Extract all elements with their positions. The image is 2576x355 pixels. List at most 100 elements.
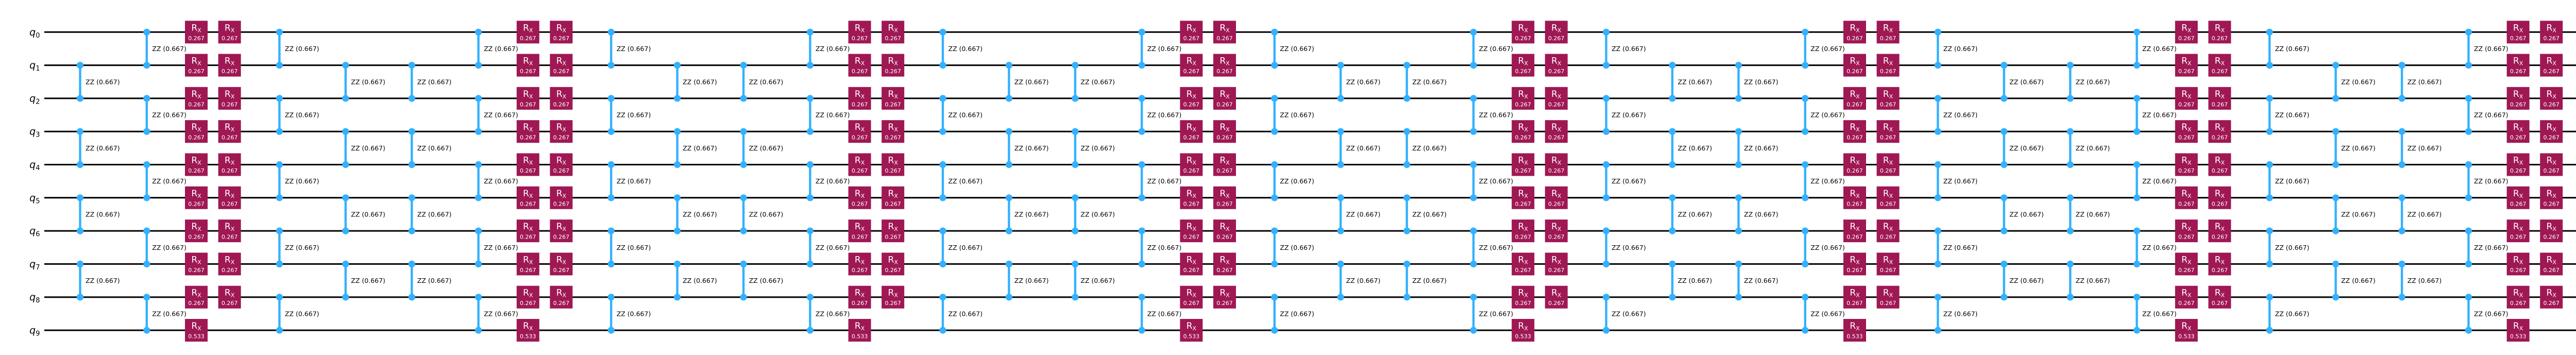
rzz-angle-label: ZZ (0.667) xyxy=(484,177,518,185)
rx-gate: RX0.267 xyxy=(218,87,241,110)
rx-gate-box xyxy=(1843,21,1866,44)
rzz-control-dot xyxy=(1337,95,1344,102)
rx-gate: RX0.267 xyxy=(1512,186,1535,209)
rzz-control-dot xyxy=(475,194,482,201)
rzz-angle-label: ZZ (0.667) xyxy=(1280,177,1314,185)
rx-gate-box xyxy=(848,252,871,276)
rzz-control-dot xyxy=(1802,62,1809,69)
rzz-control-dot xyxy=(408,95,415,102)
rzz-control-dot xyxy=(276,161,283,168)
rx-gate: RX0.533 xyxy=(1843,319,1866,342)
rzz-gate: ZZ (0.667) xyxy=(143,294,187,334)
rx-gate-symbol: RX xyxy=(225,156,235,166)
rzz-gate: ZZ (0.667) xyxy=(2332,194,2376,234)
rzz-gate: ZZ (0.667) xyxy=(939,161,982,201)
rx-gate-value: 0.267 xyxy=(1515,267,1531,274)
rzz-control-dot xyxy=(2266,28,2273,36)
rx-gate: RX0.267 xyxy=(882,219,905,243)
rzz-control-dot xyxy=(1470,128,1477,135)
rx-gate-box xyxy=(1512,153,1535,176)
rzz-control-dot xyxy=(1271,62,1278,69)
rx-gate-box xyxy=(185,120,208,143)
rx-gate: RX0.267 xyxy=(2540,153,2563,176)
rzz-control-dot xyxy=(475,95,482,102)
rzz-gate: ZZ (0.667) xyxy=(342,62,385,102)
rzz-angle-label: ZZ (0.667) xyxy=(1612,177,1646,185)
rx-gate-box xyxy=(1180,21,1203,44)
rzz-angle-label: ZZ (0.667) xyxy=(1612,111,1646,119)
rzz-control-dot xyxy=(76,260,84,267)
rx-gate-box xyxy=(2540,285,2563,309)
rx-gate-symbol: RX xyxy=(556,23,567,33)
rx-gate-symbol: RX xyxy=(1219,89,1230,100)
rzz-control-dot xyxy=(2332,161,2340,168)
rx-gate: RX0.267 xyxy=(2208,219,2231,243)
rx-gate: RX0.267 xyxy=(2208,186,2231,209)
rzz-control-dot xyxy=(1470,95,1477,102)
rx-gate-symbol: RX xyxy=(1219,122,1230,133)
rx-gate-box xyxy=(516,285,539,309)
rzz-gate: ZZ (0.667) xyxy=(1934,28,1978,69)
rx-gate-symbol: RX xyxy=(2513,222,2523,232)
rx-gate: RX0.267 xyxy=(516,219,539,243)
rzz-gate: ZZ (0.667) xyxy=(1271,294,1314,334)
rx-gate: RX0.267 xyxy=(1512,21,1535,44)
rx-gate: RX0.267 xyxy=(550,186,573,209)
rzz-control-dot xyxy=(2133,327,2141,334)
rzz-control-dot xyxy=(2266,128,2273,135)
rzz-gate: ZZ (0.667) xyxy=(740,128,783,168)
rx-gate-box xyxy=(218,153,241,176)
rx-gate-symbol: RX xyxy=(1551,255,1562,265)
rx-gate-value: 0.267 xyxy=(1183,68,1200,75)
rx-gate-value: 0.267 xyxy=(1515,234,1531,241)
rx-gate-box xyxy=(2208,153,2231,176)
rx-gate: RX0.267 xyxy=(2540,87,2563,110)
rx-gate-box xyxy=(1512,252,1535,276)
rzz-control-dot xyxy=(408,294,415,301)
rzz-gate: ZZ (0.667) xyxy=(143,95,187,135)
rzz-gate: ZZ (0.667) xyxy=(1271,95,1314,135)
rx-gate: RX0.267 xyxy=(848,252,871,276)
rzz-control-dot xyxy=(1271,128,1278,135)
rzz-control-dot xyxy=(2001,294,2008,301)
rzz-angle-label: ZZ (0.667) xyxy=(417,144,452,152)
rzz-control-dot xyxy=(740,194,747,201)
rx-gate-box xyxy=(1213,219,1236,243)
rzz-control-dot xyxy=(2332,227,2340,234)
rzz-gate: ZZ (0.667) xyxy=(1138,227,1181,267)
rzz-control-dot xyxy=(740,227,747,234)
rx-gate: RX0.533 xyxy=(2506,319,2530,342)
rx-gate-symbol: RX xyxy=(2547,189,2557,199)
rzz-angle-label: ZZ (0.667) xyxy=(1810,177,1845,185)
rx-gate-value: 0.267 xyxy=(2178,200,2195,207)
rzz-control-dot xyxy=(1669,260,1676,267)
rzz-gate: ZZ (0.667) xyxy=(2133,227,2177,267)
rzz-gate: ZZ (0.667) xyxy=(1072,194,1115,234)
rx-gate-box xyxy=(2208,87,2231,110)
rx-gate-value: 0.267 xyxy=(188,234,205,241)
rzz-gate: ZZ (0.667) xyxy=(76,62,120,102)
rzz-angle-label: ZZ (0.667) xyxy=(816,177,850,185)
rx-gate-box xyxy=(848,87,871,110)
rzz-control-dot xyxy=(1072,161,1079,168)
rzz-gate: ZZ (0.667) xyxy=(1802,95,1845,135)
rzz-gate: ZZ (0.667) xyxy=(2133,95,2177,135)
rzz-angle-label: ZZ (0.667) xyxy=(1147,111,1182,119)
rx-gate-value: 0.267 xyxy=(1216,134,1233,141)
rzz-control-dot xyxy=(342,227,349,234)
rx-gate: RX0.267 xyxy=(2506,21,2530,44)
rzz-control-dot xyxy=(1470,327,1477,334)
rzz-control-dot xyxy=(475,327,482,334)
qubit-wires xyxy=(44,31,2576,331)
rx-gate-box xyxy=(1545,120,1568,143)
rx-gate-box xyxy=(1876,54,1900,77)
rx-gate-value: 0.267 xyxy=(188,267,205,274)
rzz-gate: ZZ (0.667) xyxy=(2266,28,2309,69)
rx-gate-box xyxy=(185,219,208,243)
rzz-gate: ZZ (0.667) xyxy=(342,128,385,168)
rx-gate: RX0.267 xyxy=(516,87,539,110)
rx-gate-symbol: RX xyxy=(1219,56,1230,67)
rx-gate: RX0.267 xyxy=(1213,186,1236,209)
rx-gate-symbol: RX xyxy=(855,321,865,332)
